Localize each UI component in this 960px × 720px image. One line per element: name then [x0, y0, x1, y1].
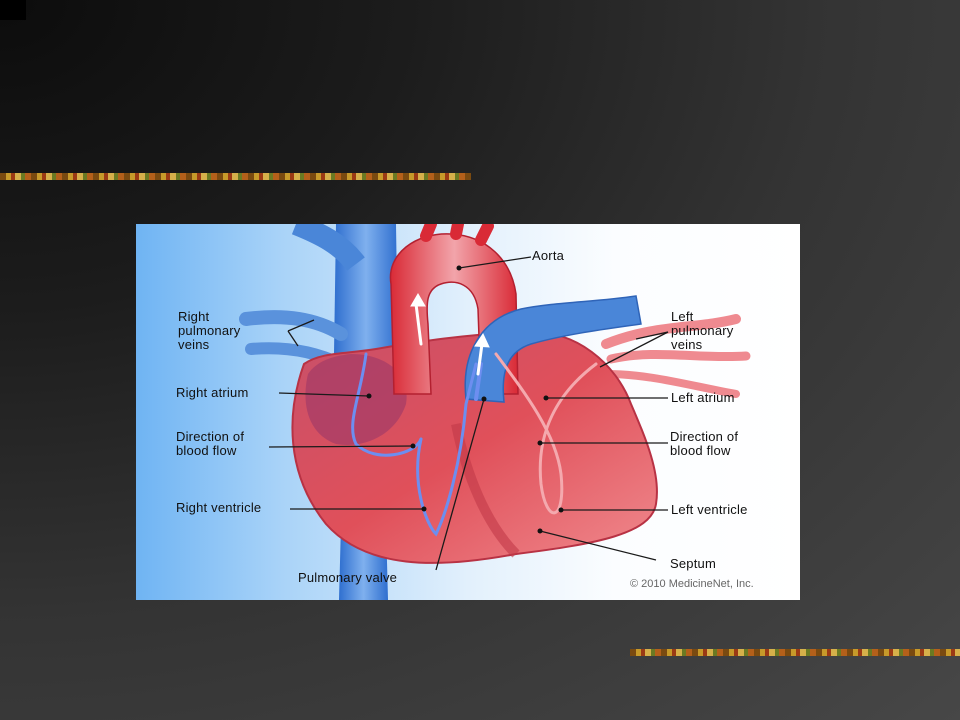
- heart-illustration: [239, 224, 751, 600]
- label-right-pulmonary-veins: Right pulmonary veins: [178, 310, 241, 352]
- label-left-atrium: Left atrium: [671, 390, 735, 405]
- label-right-ventricle: Right ventricle: [176, 500, 262, 515]
- copyright-credit: © 2010 MedicineNet, Inc.: [630, 578, 754, 590]
- label-line: pulmonary: [671, 323, 734, 338]
- label-aorta: Aorta: [532, 248, 565, 263]
- aortic-branches-graphic: [420, 224, 494, 246]
- label-line: veins: [671, 337, 703, 352]
- label-septum: Septum: [670, 556, 717, 571]
- label-line: Left: [671, 309, 694, 324]
- blood-flow-paths: [351, 293, 598, 537]
- leader-lines: [268, 256, 669, 571]
- decorative-rule-top: [0, 173, 471, 180]
- corner-block: [0, 0, 26, 20]
- label-line: Direction of: [176, 429, 245, 444]
- decorative-rule-bottom: [630, 649, 960, 656]
- heart-diagram: Aorta Right pulmonary veins Left pulmona…: [136, 224, 800, 600]
- label-line: pulmonary: [178, 323, 241, 338]
- label-left-ventricle: Left ventricle: [671, 502, 748, 517]
- pulmonary-trunk-graphic: [464, 295, 642, 403]
- label-right-atrium: Right atrium: [176, 385, 249, 400]
- label-direction-of-blood-flow-right: Direction of blood flow: [670, 430, 738, 458]
- leader-dots: [366, 265, 564, 534]
- label-pulmonary-valve: Pulmonary valve: [298, 570, 398, 585]
- label-line: Right: [178, 309, 210, 324]
- label-direction-of-blood-flow-left: Direction of blood flow: [176, 430, 244, 458]
- label-line: blood flow: [670, 443, 731, 458]
- label-line: blood flow: [176, 443, 237, 458]
- label-left-pulmonary-veins: Left pulmonary veins: [671, 310, 734, 352]
- septum-graphic: [451, 423, 520, 558]
- left-pulmonary-veins-graphic: [601, 314, 751, 398]
- label-line: Direction of: [670, 429, 739, 444]
- label-line: veins: [178, 337, 210, 352]
